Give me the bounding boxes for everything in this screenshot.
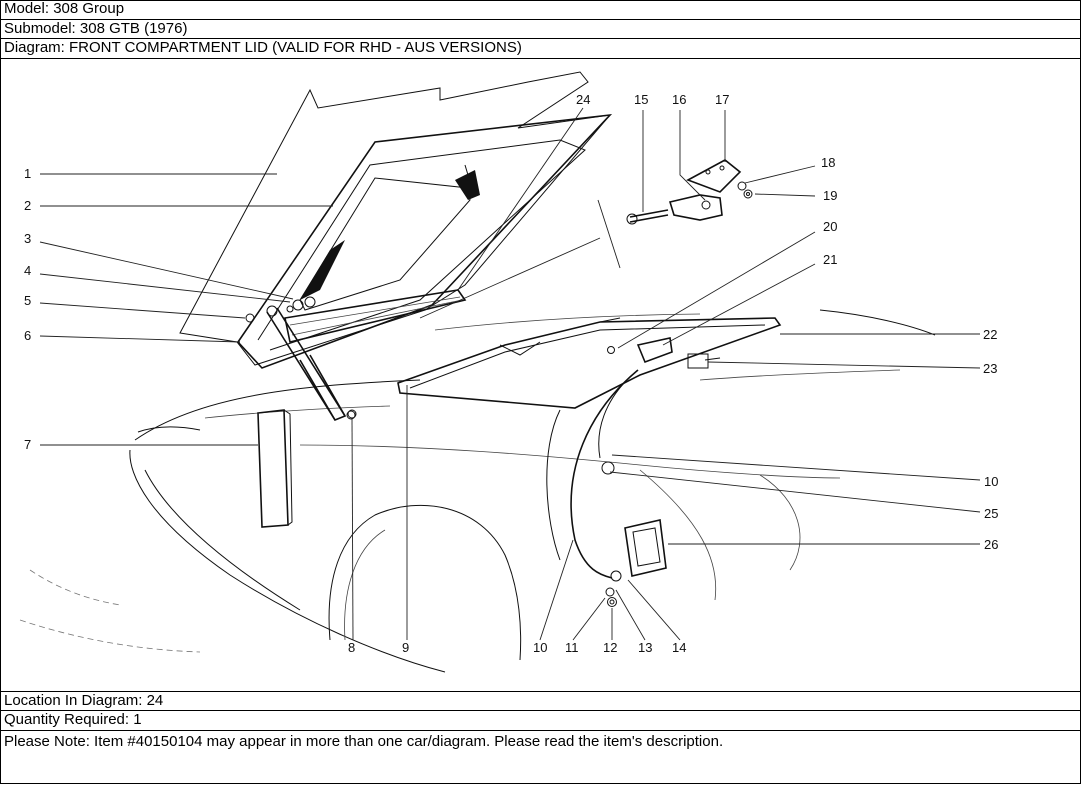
location-in-diagram: Location In Diagram: 24 [0,692,1081,711]
compartment-frame [397,317,782,409]
callout-25: 25 [984,506,998,521]
callout-10-right: 10 [984,474,998,489]
diagram-title: Diagram: FRONT COMPARTMENT LID (VALID FO… [0,39,1081,59]
front-lid [179,71,613,369]
callout-17: 17 [715,92,729,107]
callout-21: 21 [823,252,837,267]
callout-14: 14 [672,640,686,655]
callout-7: 7 [24,437,31,452]
strut-bolt [346,410,356,420]
callout-numbers: 1 2 3 4 5 6 7 8 9 10 11 12 13 14 15 16 1… [24,92,998,655]
fasteners-11-13 [605,587,617,607]
item-note: Please Note: Item #40150104 may appear i… [4,733,724,750]
callout-11: 11 [565,640,579,655]
callout-4: 4 [24,263,31,278]
callout-18: 18 [821,155,835,170]
callout-8: 8 [348,640,355,655]
callout-24: 24 [576,92,590,107]
lid-hinge-hardware [286,296,316,313]
parts-diagram: 1 2 3 4 5 6 7 8 9 10 11 12 13 14 15 16 1… [0,59,1081,692]
lid-support-strut [245,305,357,421]
leader-lines [39,107,981,641]
callout-1: 1 [24,166,31,181]
callout-20: 20 [823,219,837,234]
callout-10-bottom: 10 [533,640,547,655]
callout-15: 15 [634,92,648,107]
lid-seal-strip [284,289,467,343]
hinge-pointer [419,199,621,319]
callout-5: 5 [24,293,31,308]
callout-6: 6 [24,328,31,343]
callout-12: 12 [603,640,617,655]
callout-3: 3 [24,231,31,246]
callout-13: 13 [638,640,652,655]
callout-9: 9 [402,640,409,655]
quantity-required: Quantity Required: 1 [0,711,1081,731]
release-cable [570,369,639,582]
callout-22: 22 [983,327,997,342]
car-body-outline [19,309,936,673]
callout-23: 23 [983,361,997,376]
release-handle [624,519,667,577]
diagram-svg: 1 2 3 4 5 6 7 8 9 10 11 12 13 14 15 16 1… [19,71,998,673]
callout-16: 16 [672,92,686,107]
callout-19: 19 [823,188,837,203]
hinge-parts [626,159,753,225]
model-label: Model: 308 Group [0,0,1081,20]
insulation-pad [257,409,293,528]
callout-2: 2 [24,198,31,213]
submodel-label: Submodel: 308 GTB (1976) [0,20,1081,39]
latch-assembly [607,337,721,369]
callout-26: 26 [984,537,998,552]
